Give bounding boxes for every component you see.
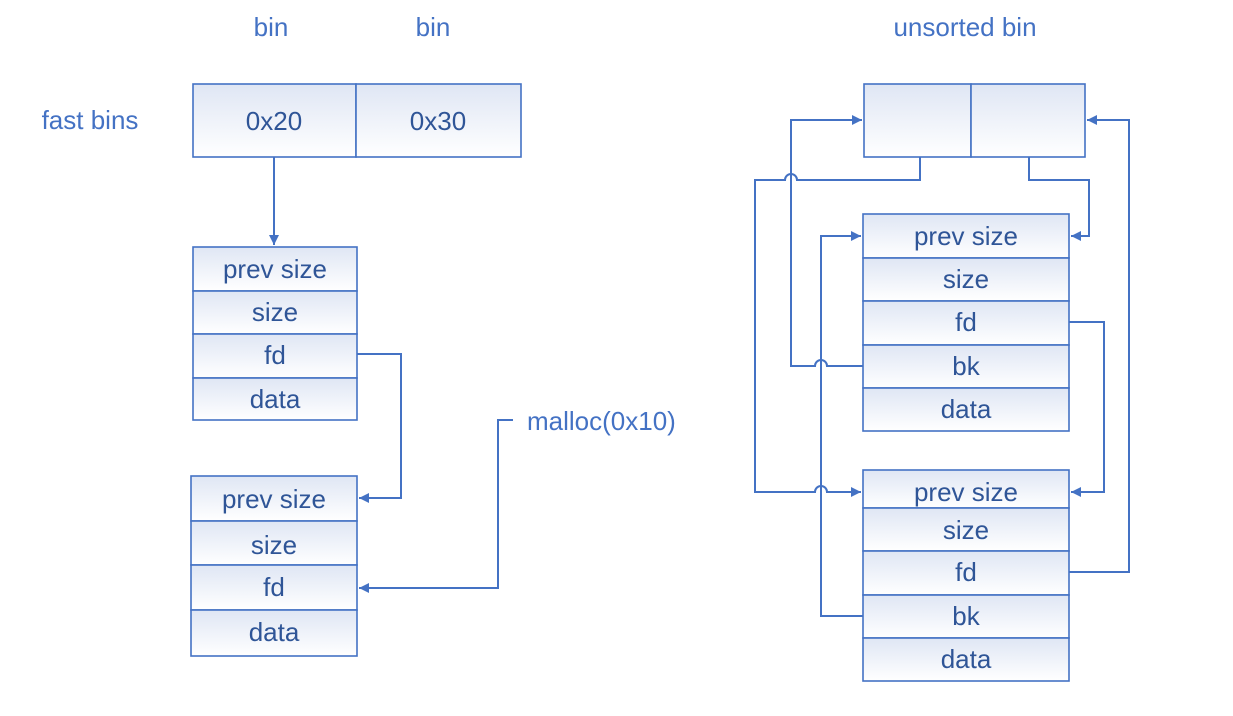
fastbin-slot-0x30 xyxy=(355,83,522,158)
arrow-malloc-to-fd xyxy=(359,419,513,593)
chunk-field-label: size xyxy=(251,530,297,560)
unsorted-head-bk-cell xyxy=(970,83,1086,158)
chunk-cell-size xyxy=(192,290,358,335)
arrow-chunk2-bk-to-chunk1 xyxy=(820,231,863,617)
chunk-field-label: data xyxy=(941,394,992,424)
chunk-field-label: size xyxy=(943,264,989,294)
fastbin-slot-label: 0x30 xyxy=(410,106,466,136)
arrow-head-fd-to-chunk2 xyxy=(754,157,921,497)
fastbin-slot-0x20 xyxy=(192,83,357,158)
chunk-field-label: data xyxy=(250,384,301,414)
chunk-field-label: fd xyxy=(263,572,285,602)
bin-header-2: bin xyxy=(416,12,451,42)
arrow-head-bk-to-chunk1 xyxy=(1028,157,1090,241)
chunk-cell-data xyxy=(190,609,358,657)
chunk-cell-fd xyxy=(862,300,1070,346)
chunk-cell-data xyxy=(862,387,1070,432)
chunk-field-label: bk xyxy=(952,601,980,631)
chunk-field-label: prev size xyxy=(222,484,326,514)
fastbin-chunk-2: prev size size fd data xyxy=(190,475,358,657)
chunk-field-label: fd xyxy=(264,340,286,370)
chunk-field-label: data xyxy=(941,644,992,674)
malloc-label: malloc(0x10) xyxy=(527,406,676,436)
arrow-chunk1-bk-to-head xyxy=(790,115,863,367)
fastbin-chunk-1: prev size size fd data xyxy=(192,246,358,421)
chunk-field-label: prev size xyxy=(914,221,1018,251)
chunk-field-label: bk xyxy=(952,351,980,381)
fastbin-slot-label: 0x20 xyxy=(246,106,302,136)
chunk-cell-bk xyxy=(862,344,1070,389)
chunk-cell-size xyxy=(190,520,358,566)
arrow-chunk2-fd-to-head xyxy=(1069,115,1130,573)
chunk-field-label: prev size xyxy=(223,254,327,284)
chunk-cell-data xyxy=(862,637,1070,682)
chunk-field-label: fd xyxy=(955,557,977,587)
chunk-cell-prev-size xyxy=(862,213,1070,259)
chunk-field-label: fd xyxy=(955,307,977,337)
unsorted-chunk-1: prev size size fd bk data xyxy=(862,213,1070,432)
fastbin-array: 0x20 0x30 xyxy=(192,83,522,158)
chunk-field-label: data xyxy=(249,617,300,647)
arrow-chunk1-fd-to-chunk2 xyxy=(1069,321,1105,497)
bin-header-1: bin xyxy=(254,12,289,42)
chunk-field-label: size xyxy=(943,515,989,545)
arrow-fd-to-chunk2 xyxy=(357,353,402,503)
chunk-cell-size xyxy=(862,257,1070,302)
chunk-cell-fd xyxy=(862,550,1070,596)
unsorted-head-fd-cell xyxy=(863,83,972,158)
chunk-field-label: size xyxy=(252,297,298,327)
unsorted-bin-title: unsorted bin xyxy=(893,12,1036,42)
fast-bins-label: fast bins xyxy=(42,105,139,135)
chunk-field-label: prev size xyxy=(914,477,1018,507)
chunk-cell-bk xyxy=(862,594,1070,639)
chunk-cell-data xyxy=(192,377,358,421)
unsorted-chunk-2: prev size size fd bk data xyxy=(862,469,1070,682)
unsorted-bin-head xyxy=(863,83,1086,158)
